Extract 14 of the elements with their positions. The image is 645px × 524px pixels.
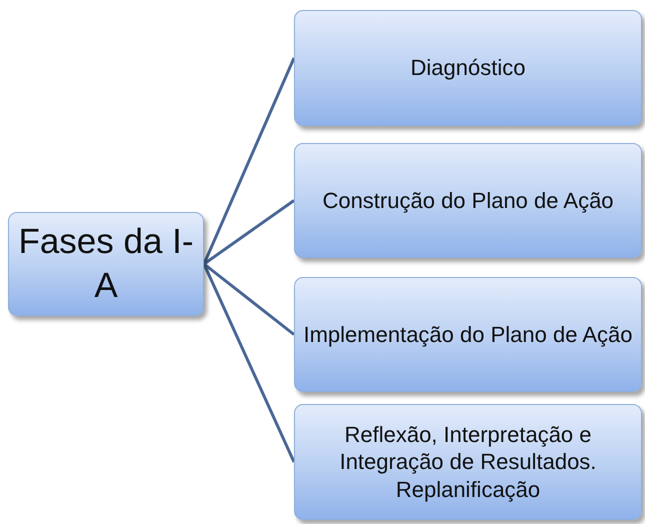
phase-box: [294, 404, 642, 520]
box-label: Construção do Plano de Ação: [322, 186, 614, 214]
connector-line: [203, 199, 295, 266]
connector-line: [202, 57, 296, 265]
phase-box: [294, 143, 642, 258]
connector-line: [203, 262, 295, 336]
box-label: Reflexão, Interpretação e Integração de Resultados. Replanificação: [338, 420, 598, 504]
phase-box: [294, 277, 642, 392]
topic-box: [8, 212, 204, 316]
box-label: Implementação do Plano de Ação: [303, 320, 632, 348]
box-label: Fases da I-A: [17, 221, 195, 307]
box-label: Diagnóstico: [410, 54, 526, 82]
connector-line: [202, 263, 296, 463]
phase-box: [294, 10, 642, 126]
